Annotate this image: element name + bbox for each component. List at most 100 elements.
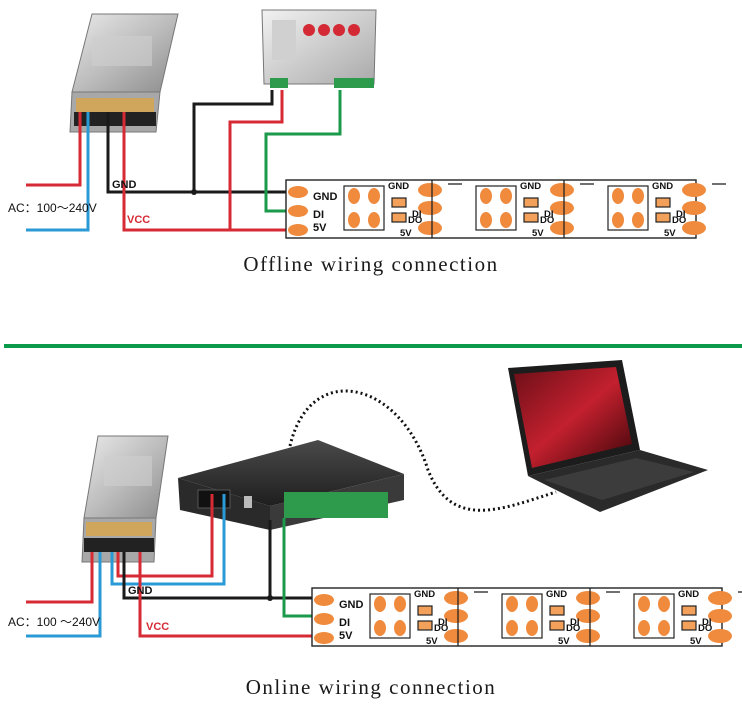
segment-di-label: DI [676, 209, 686, 220]
segment-gnd-label: GND [546, 589, 568, 600]
strip-pin-gnd-label: GND [313, 191, 338, 203]
led-chip [480, 188, 492, 204]
ic-chip [523, 212, 539, 223]
segment-5v-label: 5V [558, 636, 570, 647]
offline-vcc-label: VCC [127, 214, 151, 226]
segment-di-label: DI [702, 617, 712, 628]
segment-di-label: DI [412, 209, 422, 220]
ic-chip [417, 620, 433, 631]
led-chip [638, 596, 650, 612]
segment-di-label: DI [438, 617, 448, 628]
strip-pad [444, 609, 468, 623]
segment-5v-label: 5V [426, 636, 438, 647]
led-chip [394, 596, 406, 612]
strip-pad [682, 221, 706, 235]
strip-pad [314, 613, 334, 625]
ic-chip [391, 212, 407, 223]
segment-di-label: DI [544, 209, 554, 220]
segment-do-label: DO [540, 215, 555, 226]
ic-chip [655, 197, 671, 208]
strip-pad [576, 591, 600, 605]
segment-gnd-label: GND [678, 589, 700, 600]
led-chip [526, 596, 538, 612]
segment-di-label: DI [570, 617, 580, 628]
strip-pad [418, 201, 442, 215]
strip-pad [314, 632, 334, 644]
online-vcc-label: VCC [146, 621, 170, 633]
strip-pad [550, 201, 574, 215]
laptop-icon [508, 360, 708, 512]
led-chip [506, 596, 518, 612]
strip-pin-di-label: DI [339, 617, 350, 629]
strip-pad [314, 594, 334, 606]
segment-do-label: DO [566, 623, 581, 634]
ic-chip [523, 197, 539, 208]
strip-pad [708, 609, 732, 623]
online-gnd-label: GND [128, 585, 153, 597]
strip-pad [288, 224, 308, 236]
strip-pad [682, 201, 706, 215]
led-chip [374, 596, 386, 612]
led-chip-outline [475, 185, 517, 231]
led-chip [506, 620, 518, 636]
strip-pin-di-label: DI [313, 209, 324, 221]
strip-pin-5v-label: 5V [339, 630, 353, 642]
segment-5v-label: 5V [400, 228, 412, 239]
led-chip [632, 188, 644, 204]
strip-pad [576, 629, 600, 643]
led-chip [526, 620, 538, 636]
led-chip-outline [633, 593, 675, 639]
ic-chip [655, 212, 671, 223]
led-chip [394, 620, 406, 636]
led-chip [500, 212, 512, 228]
online-wires [26, 494, 312, 638]
online-caption: Online wiring connection [245, 675, 497, 699]
segment-5v-label: 5V [532, 228, 544, 239]
led-chip [658, 596, 670, 612]
segment-5v-label: 5V [664, 228, 676, 239]
segment-gnd-label: GND [520, 181, 542, 192]
ic-chip [391, 197, 407, 208]
power-supply-icon [81, 435, 169, 563]
offline-caption: Offline wiring connection [243, 252, 499, 276]
offline-ac-label: AC：100～240V [8, 201, 97, 215]
segment-gnd-label: GND [652, 181, 674, 192]
online-controller-icon [178, 440, 404, 530]
led-chip [368, 212, 380, 228]
led-chip [368, 188, 380, 204]
strip-pin-gnd-label: GND [339, 599, 364, 611]
strip-pad [576, 609, 600, 623]
ic-chip [681, 620, 697, 631]
offline-wires [26, 90, 342, 232]
led-strip-icon [285, 179, 697, 239]
section-divider [4, 344, 742, 348]
strip-pad [682, 183, 706, 197]
led-chip [612, 188, 624, 204]
ic-chip [681, 605, 697, 616]
power-supply-icon [69, 13, 179, 133]
segment-gnd-label: GND [388, 181, 410, 192]
led-chip [348, 188, 360, 204]
ic-chip [417, 605, 433, 616]
segment-do-label: DO [408, 215, 423, 226]
led-chip-outline [369, 593, 411, 639]
led-strip-icon [311, 587, 723, 647]
strip-pad [550, 221, 574, 235]
segment-gnd-label: GND [414, 589, 436, 600]
strip-pad [288, 186, 308, 198]
ic-chip [549, 605, 565, 616]
led-chip-outline [607, 185, 649, 231]
led-chip [348, 212, 360, 228]
strip-pad [288, 205, 308, 217]
segment-do-label: DO [434, 623, 449, 634]
segment-do-label: DO [672, 215, 687, 226]
led-chip [612, 212, 624, 228]
strip-pin-5v-label: 5V [313, 222, 327, 234]
led-chip-outline [343, 185, 385, 231]
offline-controller-icon [261, 9, 377, 88]
strip-pad [708, 591, 732, 605]
led-chip [638, 620, 650, 636]
strip-pad [418, 221, 442, 235]
strip-pad [550, 183, 574, 197]
